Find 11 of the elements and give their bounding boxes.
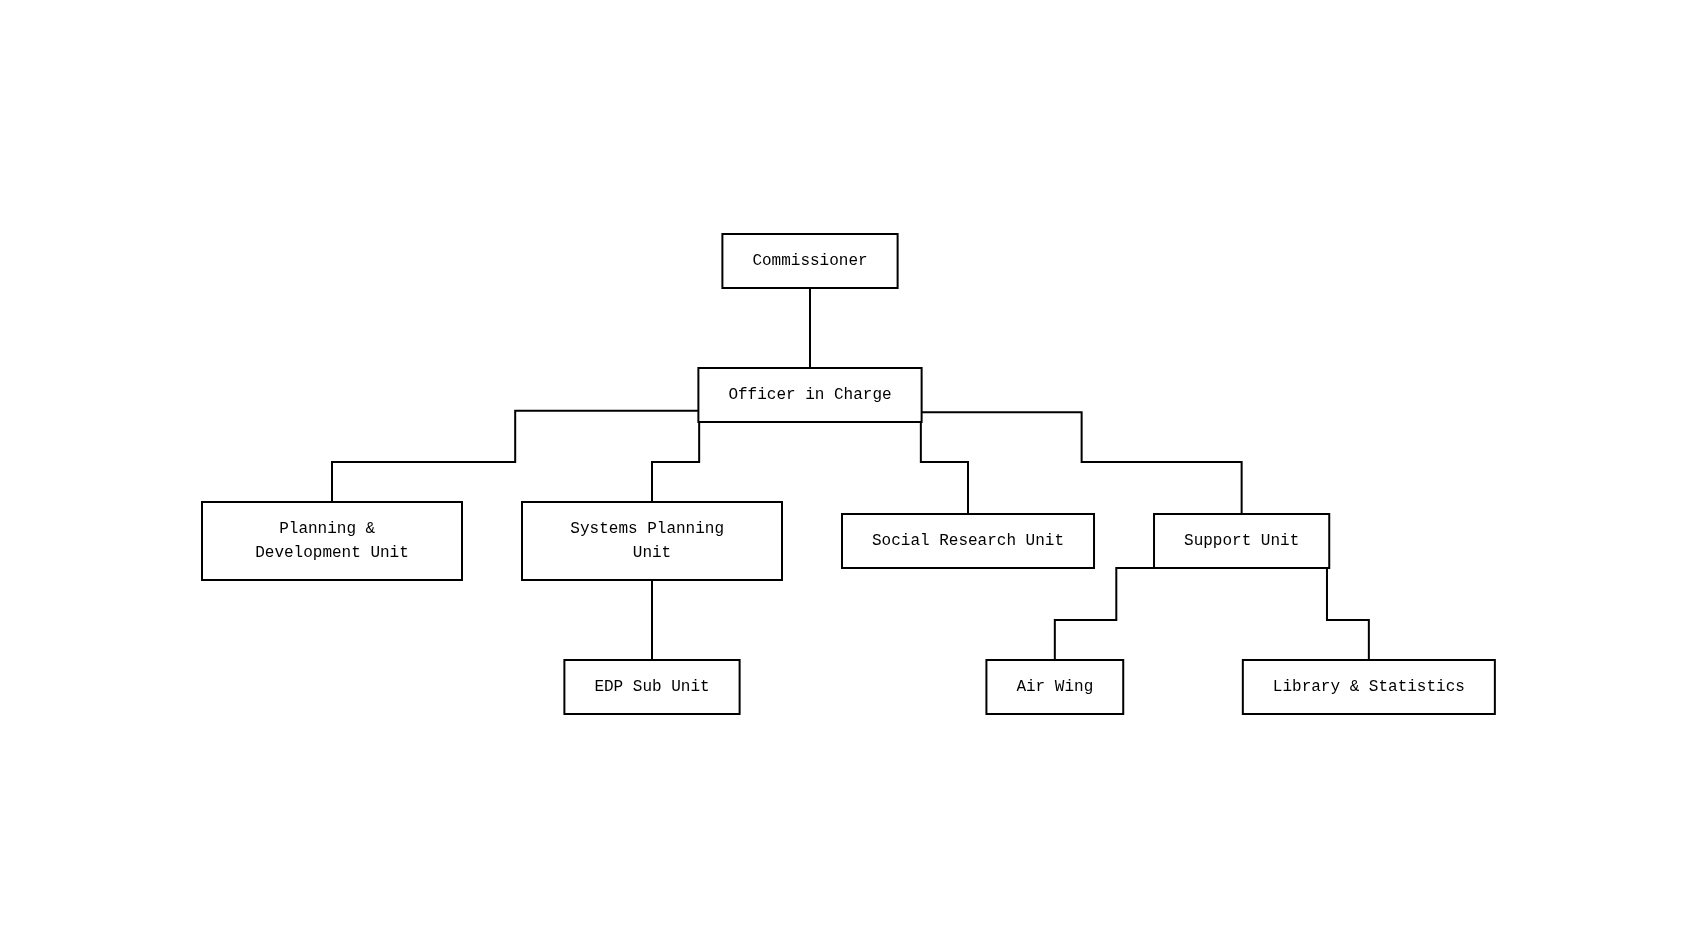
node-box: Support Unit — [1153, 513, 1331, 569]
node-box: Systems Planning Unit — [521, 501, 784, 581]
node-box: Library & Statistics — [1241, 659, 1496, 715]
node-box: Planning & Development Unit — [201, 501, 464, 581]
node-box: Social Research Unit — [841, 513, 1096, 569]
node-box: Air Wing — [985, 659, 1125, 715]
node-box: Commissioner — [721, 233, 899, 289]
connector — [651, 579, 654, 661]
node-box: Officer in Charge — [697, 367, 923, 423]
node-box: EDP Sub Unit — [563, 659, 741, 715]
connector — [809, 287, 812, 369]
